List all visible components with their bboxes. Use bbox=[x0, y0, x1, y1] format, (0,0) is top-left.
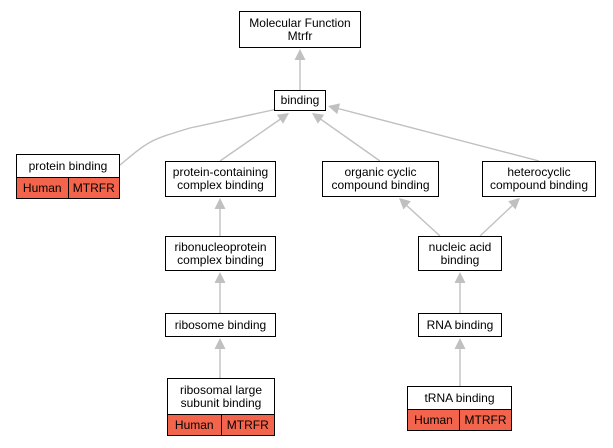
arrowhead bbox=[294, 49, 306, 60]
node-rna-binding[interactable]: RNA binding bbox=[418, 313, 502, 337]
edge-line bbox=[479, 203, 515, 237]
node-label: nucleic acid binding bbox=[428, 239, 492, 267]
node-organic-cyclic-compound-binding[interactable]: organic cyclic compound binding bbox=[322, 161, 439, 197]
species-tag[interactable]: Human bbox=[414, 412, 453, 427]
edge-line bbox=[119, 107, 283, 166]
edge-line bbox=[219, 117, 283, 162]
edge-nab-to-hcb bbox=[479, 198, 520, 237]
edge-line bbox=[404, 203, 441, 237]
node-label: ribosome binding bbox=[174, 317, 267, 332]
arrowhead bbox=[214, 272, 226, 283]
node-binding[interactable]: binding bbox=[274, 90, 326, 111]
node-protein-binding[interactable]: protein binding Human MTRFR bbox=[16, 154, 120, 199]
edge-nab-to-occb bbox=[399, 198, 441, 237]
gene-tag[interactable]: MTRFR bbox=[220, 415, 275, 435]
gene-tag[interactable]: MTRFR bbox=[459, 410, 511, 430]
node-nucleic-acid-binding[interactable]: nucleic acid binding bbox=[418, 236, 502, 271]
node-ribosome-binding[interactable]: ribosome binding bbox=[165, 313, 276, 337]
edge-prot-to-bind bbox=[119, 107, 283, 166]
node-label: RNA binding bbox=[426, 317, 494, 332]
edge-line bbox=[335, 107, 540, 162]
arrowhead bbox=[214, 338, 226, 349]
node-ribosomal-large-subunit-binding[interactable]: ribosomal large subunit binding Human MT… bbox=[167, 378, 275, 436]
edge-rlsu-to-rib bbox=[214, 338, 226, 378]
arrowhead bbox=[454, 338, 466, 349]
edge-rcb-to-pcb bbox=[214, 198, 226, 236]
annotation-row: Human MTRFR bbox=[408, 409, 511, 430]
node-label: ribosomal large subunit binding bbox=[179, 382, 263, 410]
arrowhead bbox=[454, 272, 466, 283]
gene-tag[interactable]: MTRFR bbox=[67, 178, 120, 198]
node-label: tRNA binding bbox=[424, 390, 495, 405]
arrowhead bbox=[214, 198, 226, 209]
species-tag[interactable]: Human bbox=[174, 417, 214, 432]
arrowhead bbox=[276, 113, 289, 124]
node-label: protein-containing complex binding bbox=[172, 165, 269, 192]
edge-occb-to-bind bbox=[312, 113, 381, 162]
arrowhead bbox=[328, 103, 341, 115]
node-heterocyclic-compound-binding[interactable]: heterocyclic compound binding bbox=[482, 161, 596, 197]
arrowhead bbox=[399, 198, 411, 210]
edge-trna-to-rna bbox=[454, 338, 466, 386]
node-label: heterocyclic compound binding bbox=[489, 165, 589, 192]
node-ribonucleoprotein-complex-binding[interactable]: ribonucleoprotein complex binding bbox=[165, 236, 276, 271]
annotation-row: Human MTRFR bbox=[168, 414, 274, 435]
edge-line bbox=[318, 117, 381, 162]
arrowhead bbox=[508, 198, 520, 210]
node-label: protein binding bbox=[28, 158, 108, 173]
arrowhead bbox=[312, 113, 325, 124]
edge-hcb-to-bind bbox=[328, 103, 540, 162]
node-label: binding bbox=[280, 93, 320, 107]
node-label: organic cyclic compound binding bbox=[331, 165, 430, 192]
node-protein-containing-complex-binding[interactable]: protein-containing complex binding bbox=[165, 161, 276, 197]
node-trna-binding[interactable]: tRNA binding Human MTRFR bbox=[407, 386, 512, 431]
node-label: Molecular Function Mtrfr bbox=[249, 15, 351, 43]
edge-bind-to-mf bbox=[294, 49, 306, 90]
edge-pcb-to-bind bbox=[219, 113, 289, 162]
annotation-row: Human MTRFR bbox=[17, 177, 119, 198]
species-tag[interactable]: Human bbox=[22, 180, 62, 195]
edge-rna-to-nab bbox=[454, 272, 466, 313]
node-label: ribonucleoprotein complex binding bbox=[174, 239, 267, 267]
edge-rib-to-rcb bbox=[214, 272, 226, 313]
node-molecular-function[interactable]: Molecular Function Mtrfr bbox=[239, 11, 361, 48]
